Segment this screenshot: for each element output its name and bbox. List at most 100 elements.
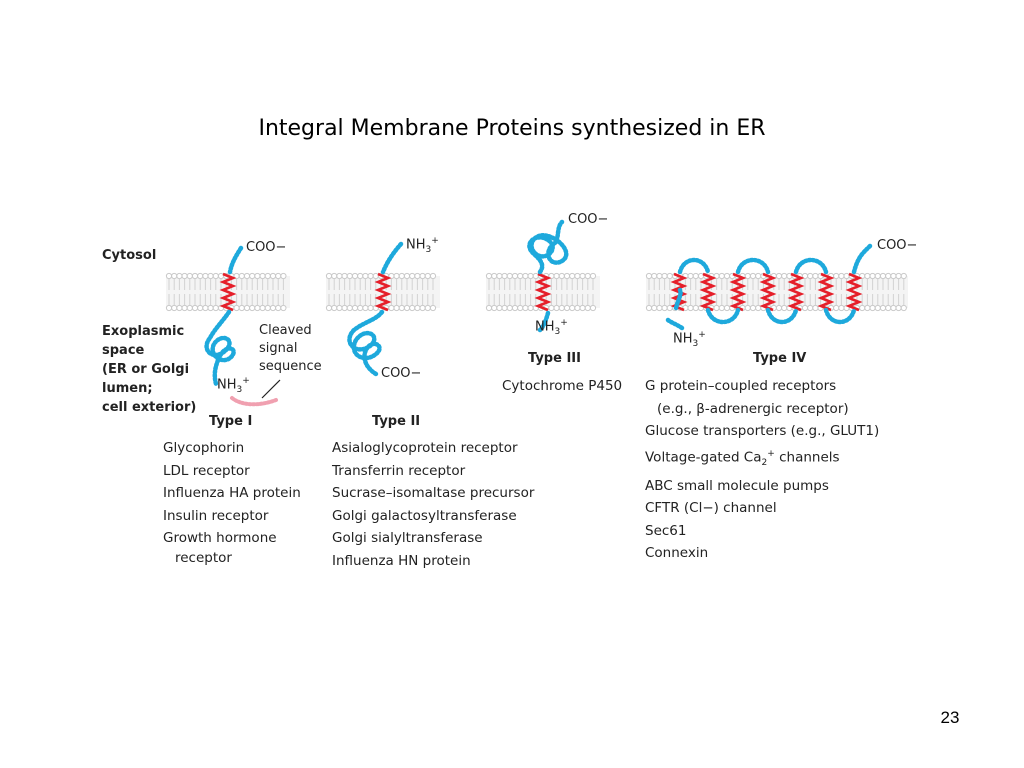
list-item: Asialoglycoprotein receptor [332, 440, 518, 456]
lipid-head [755, 272, 762, 280]
lipid-head [864, 272, 871, 280]
lipid-head [409, 272, 416, 280]
coo-terminus-type-1: COO− [246, 240, 287, 255]
lipid-head [275, 304, 282, 312]
list-item: Golgi sialyltransferase [332, 530, 483, 547]
signal-pointer [261, 379, 281, 399]
lipid-head [491, 272, 498, 280]
list-item: Sucrase–isomaltase precursor [332, 485, 535, 502]
lipid-head [409, 304, 416, 312]
lipid-head [496, 272, 503, 280]
lipid-head [191, 304, 199, 312]
lipid-head [238, 304, 245, 312]
lipid-head [506, 304, 513, 312]
lipid-head [197, 272, 204, 280]
lipid-head [181, 304, 188, 312]
lipid-head [336, 272, 343, 280]
lipid-head [341, 272, 348, 280]
lipid-head [367, 272, 374, 280]
lipid-head [414, 272, 421, 280]
lipid-head [890, 304, 897, 312]
lipid-head [202, 304, 209, 312]
lipid-head [351, 304, 359, 312]
type-3-examples: Cytochrome P450 [502, 375, 622, 398]
signal-line: Cleaved [259, 323, 312, 338]
lipid-head [879, 272, 887, 280]
list-item: ABC small molecule pumps [645, 477, 829, 494]
lipid-head [393, 304, 400, 312]
lipid-head [775, 304, 783, 312]
lipid-head [325, 272, 333, 280]
lipid-head [264, 272, 271, 280]
transmembrane-helix [534, 272, 552, 312]
coo-terminus-type-2: COO− [381, 366, 422, 381]
lipid-head [569, 272, 576, 280]
lipid-head [351, 272, 359, 280]
membrane-type-1 [165, 272, 290, 312]
lipid-head [249, 272, 256, 280]
lipid-head [207, 272, 214, 280]
type-2-examples: Asialoglycoprotein receptor Transferrin … [332, 437, 534, 573]
lipid-head [890, 272, 897, 280]
lipid-head [403, 304, 411, 312]
lipid-head [651, 304, 658, 312]
lipid-head [197, 304, 204, 312]
page-number: 23 [940, 708, 960, 727]
list-item: Golgi galactosyltransferase [332, 507, 517, 524]
lipid-head [661, 304, 668, 312]
lipid-bilayer [646, 276, 908, 308]
lipid-head [393, 272, 400, 280]
lipid-head [692, 304, 699, 312]
nh3-terminus-type-2: NH3+ [406, 236, 439, 255]
lipid-head [429, 304, 437, 312]
lipid-head [331, 304, 338, 312]
lipid-head [191, 272, 199, 280]
protein-type-4 [665, 243, 873, 331]
list-item: Insulin receptor [163, 507, 269, 524]
lipid-head [419, 304, 426, 312]
lipid-head [645, 304, 653, 312]
signal-line: sequence [259, 359, 322, 374]
lipid-head [864, 304, 871, 312]
type-3-heading: Type III [528, 351, 581, 366]
lipid-head [517, 272, 524, 280]
lipid-head [506, 272, 513, 280]
lipid-head [346, 304, 353, 312]
lipid-head [651, 272, 658, 280]
lipid-head [176, 304, 183, 312]
lipid-head [485, 304, 493, 312]
list-item: Influenza HA protein [163, 485, 301, 502]
membrane-type-3 [485, 272, 600, 312]
lipid-head [775, 272, 783, 280]
lipid-head [429, 272, 437, 280]
lipid-head [527, 304, 534, 312]
list-item: Transferrin receptor [332, 462, 466, 479]
lipid-head [398, 304, 405, 312]
exoplasmic-line: (ER or Golgi [102, 362, 190, 377]
lipid-head [563, 272, 571, 280]
lipid-head [511, 272, 519, 280]
lipid-head [895, 304, 902, 312]
list-item: LDL receptor [163, 462, 250, 479]
list-item: Growth hormone [163, 530, 277, 547]
lipid-head [517, 304, 524, 312]
lipid-head [833, 272, 840, 280]
lipid-head [254, 272, 261, 280]
lipid-head [687, 304, 694, 312]
lipid-head [532, 272, 539, 280]
lipid-head [656, 272, 663, 280]
lipid-head [723, 304, 731, 312]
lipid-head [403, 272, 411, 280]
nh3-terminus-type-1: NH3+ [217, 376, 250, 395]
lipid-head [781, 272, 788, 280]
transmembrane-helix [787, 272, 805, 312]
exoplasmic-line: cell exterior) [102, 400, 197, 415]
lipid-head [165, 304, 173, 312]
protein-type-3 [527, 219, 569, 333]
lipid-head [362, 272, 369, 280]
lipid-head [895, 272, 902, 280]
lipid-head [900, 272, 907, 280]
lipid-head [280, 272, 287, 280]
lipid-head [885, 272, 892, 280]
